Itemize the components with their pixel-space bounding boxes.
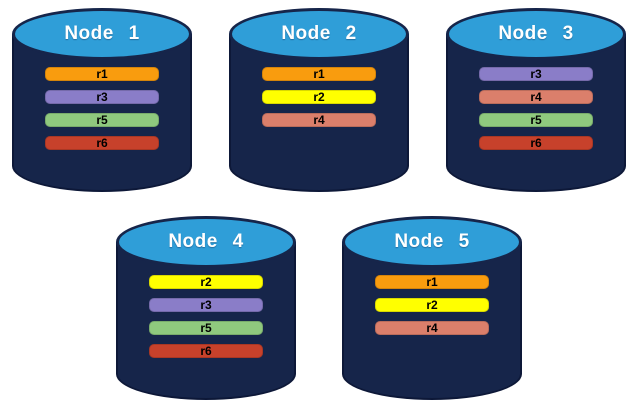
replica-bar-r4: r4 xyxy=(262,113,376,127)
node-title-4: Node 4 xyxy=(168,231,244,252)
replica-bar-r3: r3 xyxy=(479,67,593,81)
node-title-2: Node 2 xyxy=(281,23,357,44)
replica-bar-list: r1 r3 r5 r6 xyxy=(45,67,159,159)
replica-bar-r5: r5 xyxy=(149,321,263,335)
node-title-1: Node 1 xyxy=(64,23,140,44)
cylinder-top: Node 4 xyxy=(116,216,296,268)
replica-bar-r2: r2 xyxy=(262,90,376,104)
cylinder-top: Node 1 xyxy=(12,8,192,60)
replica-bar-r6: r6 xyxy=(45,136,159,150)
node-title-5: Node 5 xyxy=(394,231,470,252)
replica-bar-list: r1 r2 r4 xyxy=(375,275,489,344)
replica-bar-r1: r1 xyxy=(262,67,376,81)
replica-bar-r5: r5 xyxy=(479,113,593,127)
replica-bar-r6: r6 xyxy=(479,136,593,150)
replica-bar-list: r2 r3 r5 r6 xyxy=(149,275,263,367)
cylinder-top: Node 3 xyxy=(446,8,626,60)
replica-bar-list: r1 r2 r4 xyxy=(262,67,376,136)
node-cylinder-3: Node 3 r3 r4 r5 r6 xyxy=(446,8,626,192)
replica-bar-r6: r6 xyxy=(149,344,263,358)
node-cylinder-4: Node 4 r2 r3 r5 r6 xyxy=(116,216,296,400)
node-cylinder-2: Node 2 r1 r2 r4 xyxy=(229,8,409,192)
replica-bar-r3: r3 xyxy=(149,298,263,312)
replica-bar-r5: r5 xyxy=(45,113,159,127)
replica-bar-r2: r2 xyxy=(149,275,263,289)
cylinder-top: Node 5 xyxy=(342,216,522,268)
replica-bar-r2: r2 xyxy=(375,298,489,312)
bottom-row: Node 4 r2 r3 r5 r6 Node 5 r1 r2 r4 xyxy=(0,216,638,400)
replica-bar-r1: r1 xyxy=(375,275,489,289)
replica-bar-r4: r4 xyxy=(479,90,593,104)
replica-bar-r3: r3 xyxy=(45,90,159,104)
replica-bar-list: r3 r4 r5 r6 xyxy=(479,67,593,159)
node-title-3: Node 3 xyxy=(498,23,574,44)
replica-bar-r4: r4 xyxy=(375,321,489,335)
cylinder-top: Node 2 xyxy=(229,8,409,60)
node-cylinder-5: Node 5 r1 r2 r4 xyxy=(342,216,522,400)
replica-bar-r1: r1 xyxy=(45,67,159,81)
node-cylinder-1: Node 1 r1 r3 r5 r6 xyxy=(12,8,192,192)
